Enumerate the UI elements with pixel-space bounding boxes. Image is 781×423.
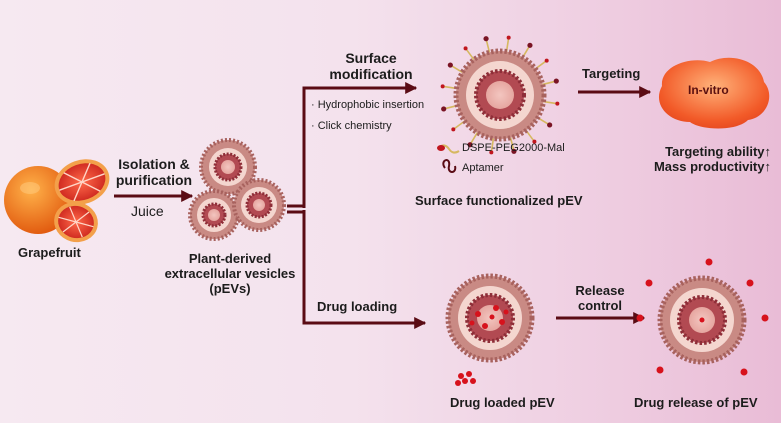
aptamer-tip xyxy=(441,106,447,112)
flow-arrows xyxy=(114,82,652,329)
vesicle-icon xyxy=(188,189,240,241)
peg-spike xyxy=(490,138,495,153)
surface-title-line1: Surface xyxy=(345,50,397,66)
pev-label: Plant-derived extracellular vesicles (pE… xyxy=(160,251,300,297)
method-hydrophobic-insertion: · Hydrophobic insertion xyxy=(311,99,425,111)
vesicle-icon xyxy=(199,138,257,196)
peg-spike xyxy=(464,47,475,61)
release-control-line2: control xyxy=(577,297,623,313)
isolation-label-line1: Isolation & xyxy=(118,156,190,172)
release-control-label: Release control xyxy=(565,283,635,314)
isolation-step-label: Isolation & purification xyxy=(114,156,194,188)
aptamer-tip xyxy=(511,148,517,154)
outcome-targeting-ability: Targeting ability↑ xyxy=(665,144,771,159)
outcomes: Targeting ability↑ Mass productivity↑ xyxy=(651,144,771,175)
pev-label-line3: (pEVs) xyxy=(209,280,251,296)
pev-label-line2: extracellular vesicles xyxy=(164,265,296,281)
aptamer-tip xyxy=(447,62,453,68)
targeting-label: Targeting xyxy=(582,66,641,81)
grapefruit-icon xyxy=(4,159,110,243)
surface-functionalized-vesicle xyxy=(440,35,560,155)
cell-icon xyxy=(658,57,770,129)
aptamer-tip xyxy=(527,42,533,48)
aptamer-tip xyxy=(547,122,553,128)
drug-loaded-vesicle xyxy=(445,273,535,363)
aptamer-tip xyxy=(553,78,559,84)
method-click-chemistry: · Click chemistry xyxy=(311,120,392,132)
peg-tip xyxy=(532,139,537,144)
juice-label: Juice xyxy=(131,203,164,219)
drug-loading-title: Drug loading xyxy=(317,299,398,314)
drug-particle-icon xyxy=(455,371,476,386)
release-control-line1: Release xyxy=(575,283,625,298)
aptamer-tip xyxy=(483,36,489,42)
peg-lipid-icon xyxy=(437,144,460,154)
drug-release-label: Drug release of pEV xyxy=(634,395,758,410)
pev-cluster xyxy=(188,138,286,241)
peg-tip xyxy=(544,58,549,63)
legend-dspe-peg: DSPE-PEG2000-Mal xyxy=(462,142,565,154)
drug-loaded-label: Drug loaded pEV xyxy=(450,395,555,410)
aptamer-icon xyxy=(442,159,457,173)
peg-tip xyxy=(506,35,511,40)
peg-tip xyxy=(451,127,456,132)
peg-tip xyxy=(555,101,560,106)
vesicle-icon xyxy=(232,178,286,232)
grapefruit-label: Grapefruit xyxy=(18,245,81,260)
peg-tip xyxy=(440,84,445,89)
pev-label-line1: Plant-derived xyxy=(188,251,272,266)
surface-title-line2: modification xyxy=(329,66,413,83)
drug-release-vesicle xyxy=(636,258,769,376)
peg-tip xyxy=(489,150,494,155)
outcome-mass-productivity: Mass productivity↑ xyxy=(653,158,771,174)
in-vitro-label: In-vitro xyxy=(688,83,729,97)
surface-functionalized-label: Surface functionalized pEV xyxy=(415,193,583,208)
aptamer-tip xyxy=(467,142,473,148)
legend-aptamer: Aptamer xyxy=(462,162,504,174)
isolation-label-line2: purification xyxy=(115,172,193,189)
peg-tip xyxy=(463,46,468,51)
surface-modification-title: Surface modification xyxy=(316,50,426,82)
